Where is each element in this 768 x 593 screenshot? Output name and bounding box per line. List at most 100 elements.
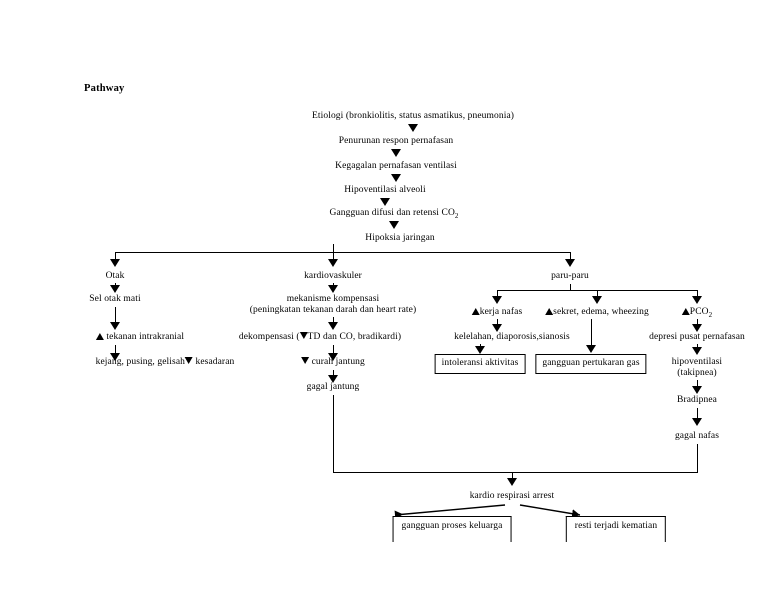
node-gagal-jantung: gagal jantung	[306, 382, 360, 392]
node-tekanan-intrakranial-text: tekanan intrakranial	[106, 332, 185, 342]
node-etiologi: Etiologi (bronkiolitis, status asmatikus…	[311, 111, 515, 121]
triangle-down-icon	[301, 357, 310, 364]
connector-otak-selotak	[115, 283, 116, 286]
triangle-up-icon	[545, 308, 554, 315]
arrow-hipoventilasi-bradipnea	[692, 386, 702, 394]
arrow-to-otak	[110, 259, 120, 267]
node-dekompensasi-pre: dekompensasi (	[238, 332, 300, 342]
node-sel-otak-mati: Sel otak mati	[89, 294, 141, 304]
connector-kerjanafas-kelelahan	[497, 319, 498, 327]
node-hipoksia-jaringan: Hipoksia jaringan	[365, 233, 435, 243]
connector-pco2-depresi	[697, 319, 698, 327]
node-dekompensasi: dekompensasi ( TD dan CO, bradikardi)	[239, 332, 401, 343]
node-kerja-nafas: kerja nafas	[471, 307, 523, 318]
connector-merge-drop	[512, 472, 513, 481]
connector-otak-drop	[115, 252, 116, 261]
arrow-dekompensasi-curah	[328, 353, 338, 361]
connector-hipoksia-bus	[115, 252, 571, 253]
connector-mekanisme-dekompensasi	[333, 317, 334, 325]
arrow-bradipnea-gagalnafas	[692, 418, 702, 426]
arrow-penurunan-kegagalan	[391, 149, 401, 157]
page-title: Pathway	[84, 83, 125, 94]
connector-paru-stem	[570, 284, 571, 290]
triangle-down-icon	[299, 332, 308, 339]
arrow-selotak-tik	[110, 322, 120, 330]
connector-tik-kejang	[115, 345, 116, 355]
arrow-kardio-mekanisme	[328, 285, 338, 293]
node-kelelahan-diaporosis-sianosis: kelelahan, diaporosis,sianosis	[454, 332, 570, 342]
node-pco2-text: PCO	[689, 307, 709, 317]
arrow-hipoventilasi-difusi	[380, 198, 390, 206]
connector-hipoksia-stem	[333, 244, 334, 252]
node-kejang-text: kejang, pusing, gelisah	[95, 357, 185, 367]
arrow-kelelahan-intoleransi	[475, 346, 485, 354]
arrow-to-kerja-nafas	[492, 296, 502, 304]
triangle-up-icon	[471, 308, 480, 315]
connector-selotak-tik	[115, 307, 116, 323]
arrow-difusi-hipoksia	[389, 221, 399, 229]
node-kegagalan-pernafasan-ventilasi: Kegagalan pernafasan ventilasi	[335, 161, 457, 171]
arrow-merge-kardio-arrest	[507, 478, 517, 486]
connector-kardio-drop	[333, 252, 334, 261]
arrow-depresi-hipoventilasi	[692, 347, 702, 355]
node-hipoventilasi-takipnea: hipoventilasi (takipnea)	[642, 357, 752, 379]
node-hipoventilasi-alveoli: Hipoventilasi alveoli	[344, 185, 426, 195]
arrow-tik-kejang	[110, 353, 120, 361]
node-sekret-text: sekret, edema, wheezing	[553, 307, 649, 317]
box-resti-terjadi-kematian: resti terjadi kematian	[565, 516, 667, 542]
node-kardio-respirasi-arrest: kardio respirasi arrest	[469, 491, 555, 501]
node-gangguan-difusi: Gangguan difusi dan retensi CO2	[329, 208, 458, 222]
connector-merge-left-leg	[333, 395, 334, 472]
arrow-kerjanafas-kelelahan	[492, 324, 502, 332]
arrow-sekret-pertukarangas	[586, 345, 596, 353]
node-hipoventilasi-line1: hipoventilasi	[671, 357, 723, 367]
node-hipoventilasi-line2: (takipnea)	[677, 368, 717, 378]
node-bradipnea: Bradipnea	[677, 395, 717, 405]
node-tekanan-intrakranial: tekanan intrakranial	[95, 332, 185, 343]
arrow-otak-selotak	[110, 285, 120, 293]
arrow-to-pco2	[692, 296, 702, 304]
triangle-up-icon	[95, 333, 104, 340]
triangle-down-icon	[185, 357, 193, 364]
connector-dekompensasi-curah	[333, 345, 334, 355]
connector-paru-drop	[570, 252, 571, 261]
arrow-pco2-depresi	[692, 324, 702, 332]
node-mekanisme-line1: mekanisme kompensasi	[286, 294, 380, 304]
connector-merge-bus	[333, 472, 698, 473]
box-intoleransi-aktivitas: intoleransi aktivitas	[434, 354, 526, 374]
box-gangguan-pertukaran-gas: gangguan pertukaran gas	[535, 354, 647, 374]
diagonal-arrow-left	[394, 504, 506, 520]
connector-hipoventilasi-bradipnea	[697, 380, 698, 388]
arrow-mekanisme-dekompensasi	[328, 322, 338, 330]
node-penurunan-respon-pernafasan: Penurunan respon pernafasan	[338, 136, 454, 146]
arrow-to-paru	[565, 259, 575, 267]
node-kejang-pusing-gelisah: kejang, pusing, gelisah kesadaran	[96, 357, 235, 368]
node-paru-paru: paru-paru	[551, 271, 589, 281]
connector-sekret-drop	[597, 290, 598, 298]
connector-bradipnea-gagalnafas	[697, 408, 698, 420]
node-kesadaran-text: kesadaran	[195, 357, 235, 367]
node-curah-jantung: curah jantung	[301, 357, 365, 368]
triangle-up-icon	[681, 308, 690, 315]
node-gangguan-difusi-text: Gangguan difusi dan retensi CO	[329, 208, 455, 218]
connector-merge-right-leg	[697, 444, 698, 472]
connector-pco2-drop	[697, 290, 698, 298]
arrow-to-kardiovaskuler	[328, 259, 338, 267]
connector-sekret-pertukarangas	[591, 319, 592, 347]
node-sekret-edema-wheezing: sekret, edema, wheezing	[545, 307, 649, 318]
node-kerja-nafas-text: kerja nafas	[479, 307, 523, 317]
connector-kardio-mekanisme	[333, 283, 334, 286]
diagonal-arrow-right	[519, 504, 581, 519]
node-otak: Otak	[105, 271, 125, 281]
connector-curah-gagaljantung	[333, 370, 334, 378]
arrow-curah-gagaljantung	[328, 375, 338, 383]
node-curah-jantung-text: curah jantung	[311, 357, 365, 367]
arrow-etiologi-penurunan	[408, 124, 418, 132]
co2-subscript: 2	[454, 211, 459, 220]
node-dekompensasi-post: TD dan CO, bradikardi)	[307, 332, 402, 342]
node-gagal-nafas: gagal nafas	[674, 431, 720, 441]
node-mekanisme-kompensasi: mekanisme kompensasi (peningkatan tekana…	[203, 294, 463, 316]
node-mekanisme-line2: (peningkatan tekanan darah dan heart rat…	[249, 305, 417, 315]
